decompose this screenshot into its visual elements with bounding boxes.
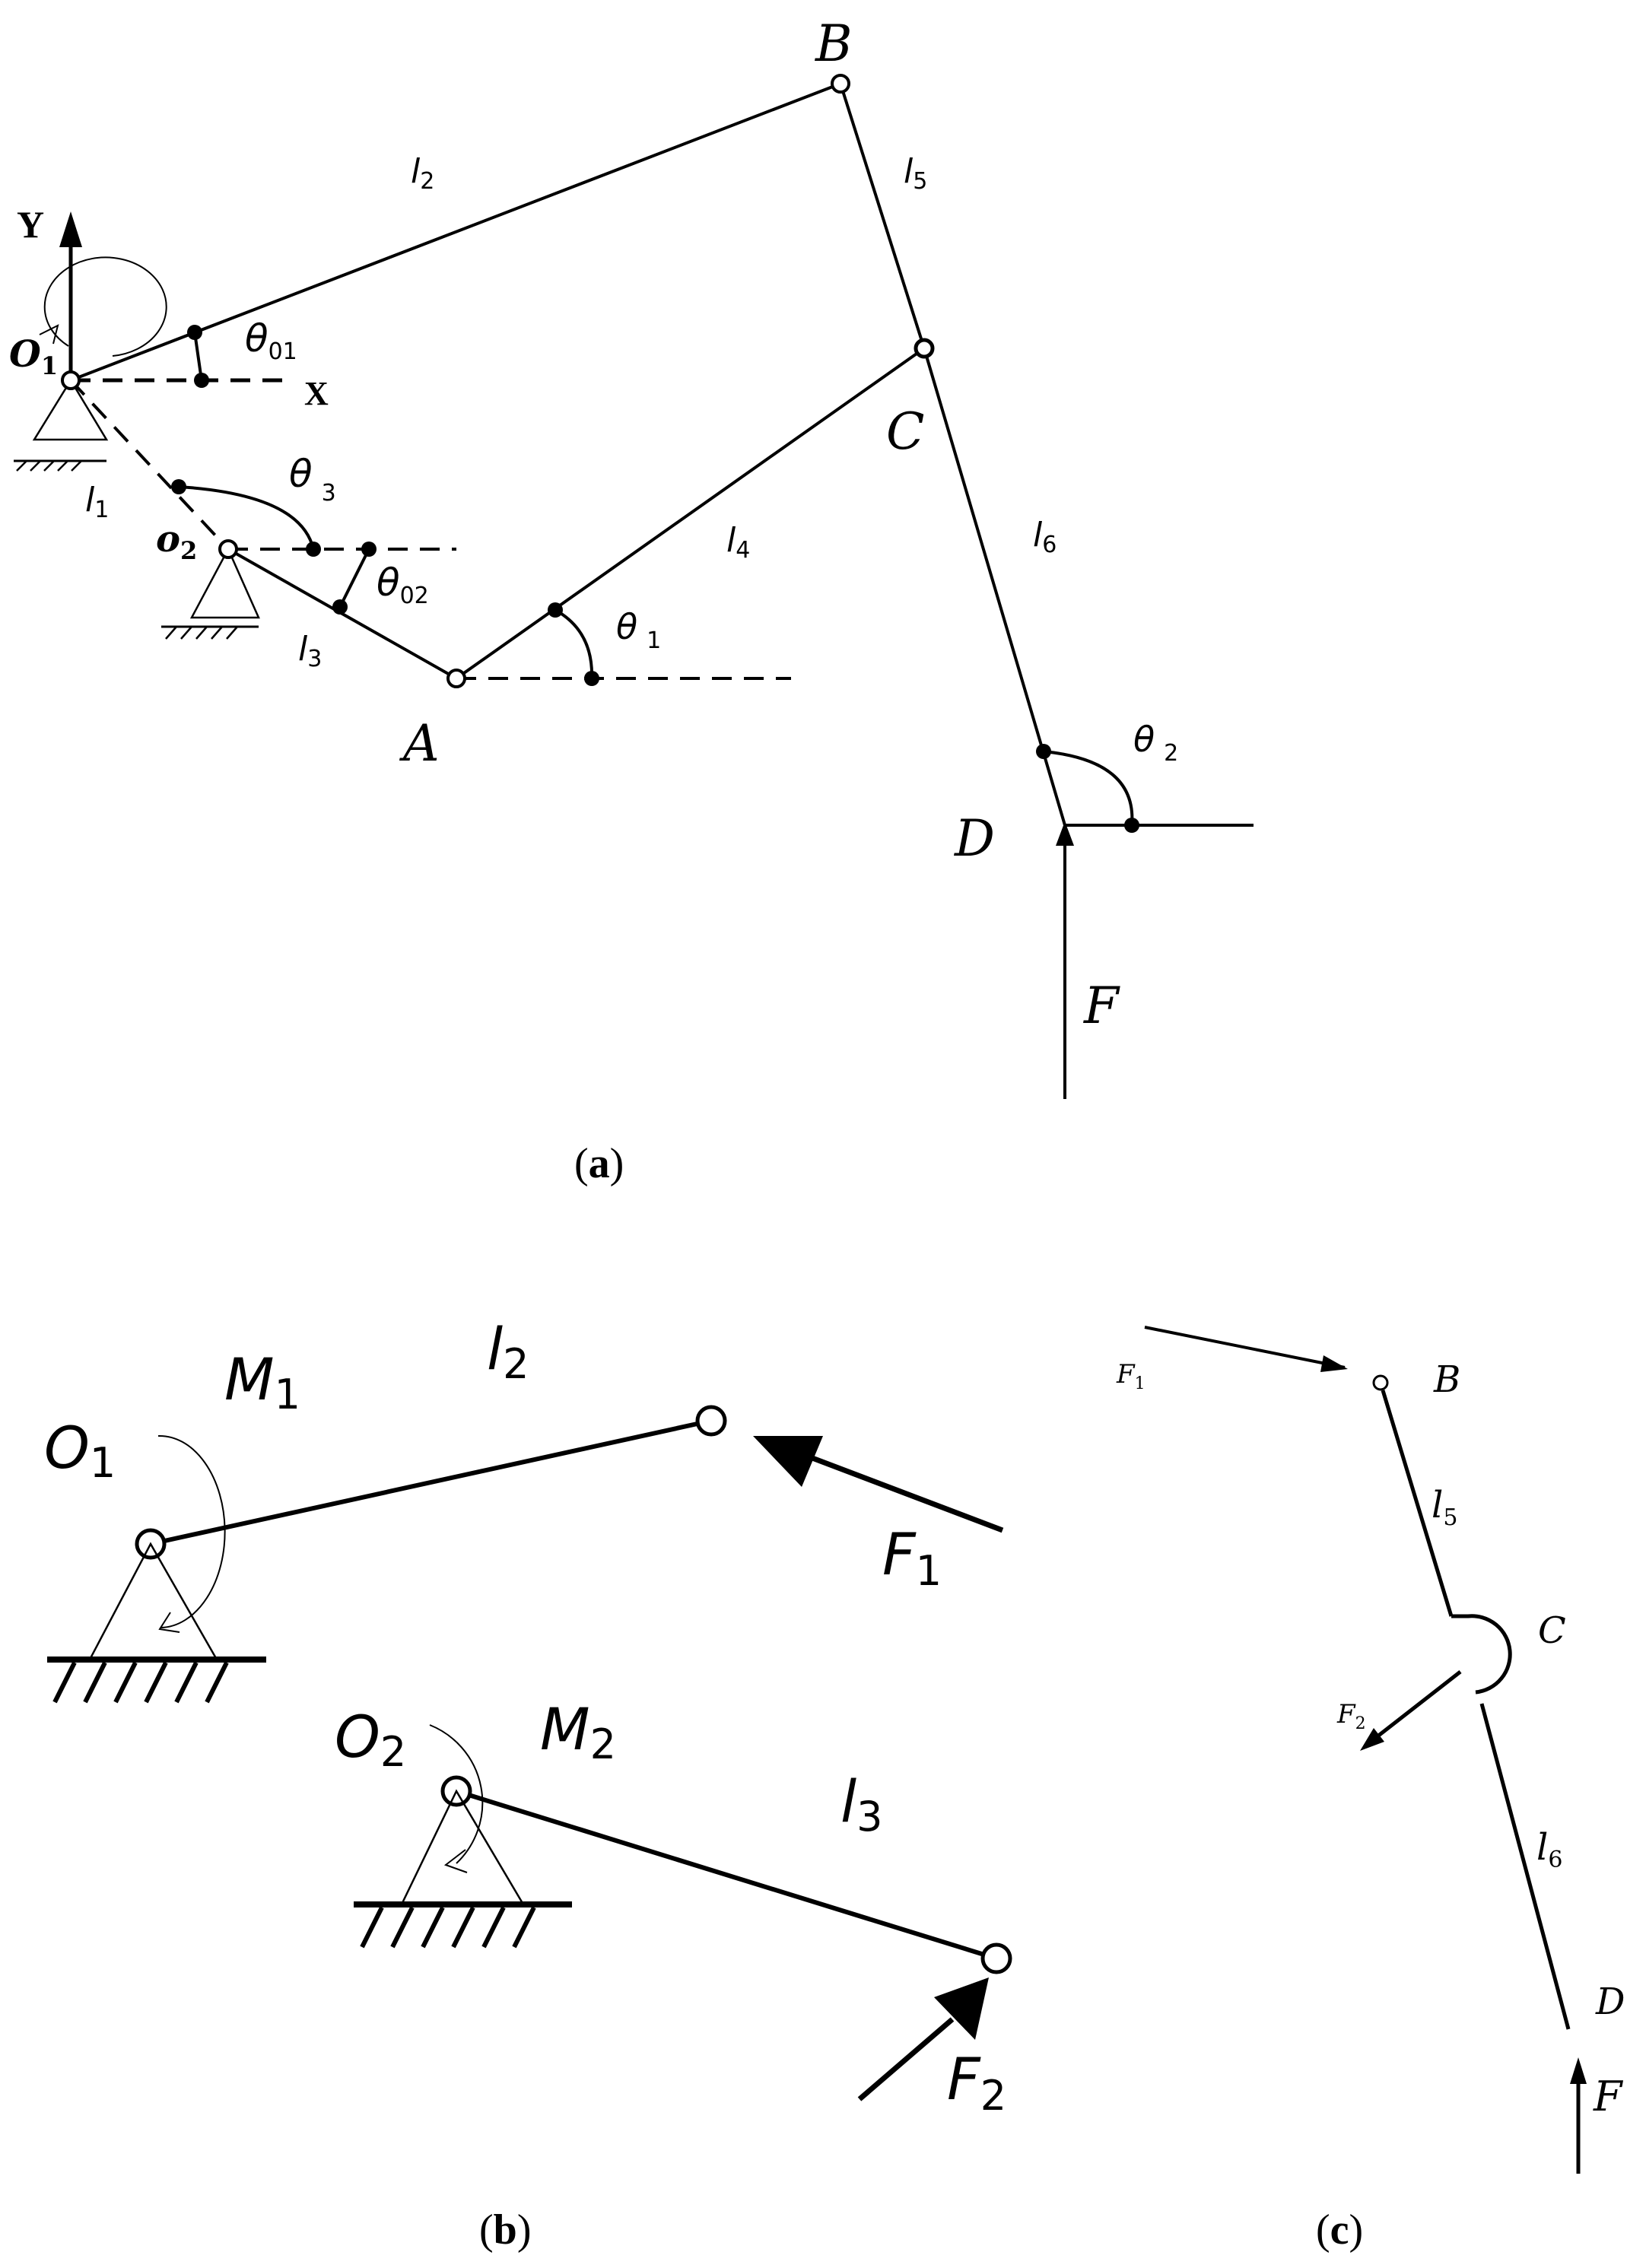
angle-arc-theta1 bbox=[554, 608, 594, 679]
point-o2-label: o2 bbox=[156, 518, 197, 565]
rotation-arrow-o1-icon bbox=[43, 256, 167, 357]
link-l3-label: l3 bbox=[840, 1768, 882, 1841]
point-c-label: C bbox=[886, 402, 925, 461]
force-f-arrow bbox=[1056, 821, 1074, 1099]
angle-theta02-label: θ02 bbox=[377, 561, 429, 609]
angle-arc-theta3 bbox=[178, 485, 315, 550]
moment-m1-arrow-icon bbox=[157, 1434, 226, 1628]
force-f1-label: F1 bbox=[882, 1520, 942, 1595]
link-l3-label: l3 bbox=[298, 630, 322, 672]
moment-m2-label: M2 bbox=[540, 1695, 616, 1768]
rotation-arrowhead-o1-icon bbox=[39, 324, 59, 345]
link-l1-label: l1 bbox=[85, 481, 109, 523]
point-o1-label: O1 bbox=[9, 333, 58, 380]
point-d-label: D bbox=[954, 809, 995, 868]
point-o2-label: O2 bbox=[335, 1703, 406, 1776]
link-l6-label: l6 bbox=[1033, 516, 1057, 558]
force-f2-shaft bbox=[857, 2017, 955, 2101]
link-l2-label: l2 bbox=[411, 152, 434, 195]
point-c-label: C bbox=[1538, 1609, 1566, 1652]
link-l4 bbox=[455, 347, 926, 680]
link-l3 bbox=[456, 1789, 997, 1961]
point-b-label: B bbox=[1433, 1358, 1460, 1401]
x-axis-label: X bbox=[304, 375, 329, 412]
force-f2-arrow bbox=[1369, 1670, 1462, 1743]
caption-c: (c) bbox=[1316, 2206, 1363, 2254]
angle-theta01-label: θ01 bbox=[245, 316, 297, 365]
point-o1-label: O1 bbox=[44, 1414, 116, 1487]
link-l5 bbox=[1381, 1390, 1454, 1617]
ground-support-o1 bbox=[14, 378, 109, 472]
angle-mark-theta01 bbox=[193, 332, 203, 381]
caption-b: (b) bbox=[479, 2206, 531, 2254]
force-f1-arrow bbox=[1144, 1326, 1346, 1369]
force-f-label: F bbox=[1083, 977, 1120, 1035]
point-d-label: D bbox=[1595, 1981, 1625, 2023]
ground-support-o2 bbox=[354, 1789, 572, 1949]
force-f-label: F bbox=[1593, 2073, 1624, 2120]
link-l2 bbox=[150, 1418, 712, 1546]
joint-l2-end bbox=[695, 1405, 727, 1437]
link-l5 bbox=[839, 83, 926, 349]
force-f1-arrowhead-icon bbox=[753, 1436, 823, 1487]
diagram-b: M1 O1 l2 F1 O2 M2 l3 F2 (b) bbox=[44, 1315, 1012, 2254]
link-l6-label: l6 bbox=[1536, 1826, 1562, 1873]
force-f2-label: F2 bbox=[1336, 1699, 1366, 1733]
link-l4-label: l4 bbox=[726, 521, 750, 564]
caption-a: (a) bbox=[574, 1140, 624, 1187]
joint-l3-end bbox=[980, 1942, 1012, 1974]
link-l1 bbox=[69, 379, 230, 551]
force-f-arrowhead-icon bbox=[1570, 2057, 1587, 2084]
joint-b bbox=[831, 74, 850, 94]
moment-m1-arrowhead-icon bbox=[158, 1612, 180, 1633]
y-axis-label: Y bbox=[17, 203, 44, 246]
joint-c bbox=[1451, 1614, 1512, 1695]
point-a-label: A bbox=[399, 714, 440, 773]
link-l5-label: l5 bbox=[1432, 1484, 1457, 1531]
diagram-c: F1 B l5 C F2 l6 D F (c) bbox=[1116, 1326, 1625, 2254]
force-f1-arrowhead-icon bbox=[1320, 1355, 1348, 1372]
force-f2-arrowhead-icon bbox=[1360, 1728, 1384, 1751]
force-f2-label: F2 bbox=[947, 2045, 1006, 2120]
angle-arc-theta2 bbox=[1043, 750, 1134, 826]
link-l5-label: l5 bbox=[904, 152, 927, 195]
link-l2-label: l2 bbox=[487, 1315, 529, 1388]
moment-m2-arrow-icon bbox=[429, 1724, 484, 1864]
link-l6 bbox=[1479, 1703, 1571, 2030]
joint-a bbox=[446, 669, 466, 688]
angle-mark-theta02 bbox=[338, 548, 370, 608]
angle-dots bbox=[171, 325, 1139, 833]
ground-support-o2 bbox=[161, 547, 260, 640]
force-f1-label: F1 bbox=[1116, 1359, 1146, 1393]
force-f1-shaft bbox=[805, 1453, 1004, 1533]
moment-m2-arrowhead-icon bbox=[443, 1849, 468, 1873]
joint-c bbox=[914, 338, 935, 359]
joint-b bbox=[1372, 1374, 1389, 1391]
y-axis bbox=[59, 211, 82, 380]
joint-o2 bbox=[218, 539, 238, 559]
diagram-a: Y X O1 o2 A B C D F l1 l2 l3 l4 l5 l6 θ0… bbox=[9, 14, 1254, 1187]
link-l2 bbox=[70, 82, 841, 382]
ground-support-o1 bbox=[47, 1542, 266, 1704]
moment-m1-label: M1 bbox=[224, 1345, 300, 1418]
joint-o1 bbox=[61, 370, 81, 390]
point-b-label: B bbox=[815, 14, 853, 73]
force-f2-arrowhead-icon bbox=[934, 1977, 989, 2040]
